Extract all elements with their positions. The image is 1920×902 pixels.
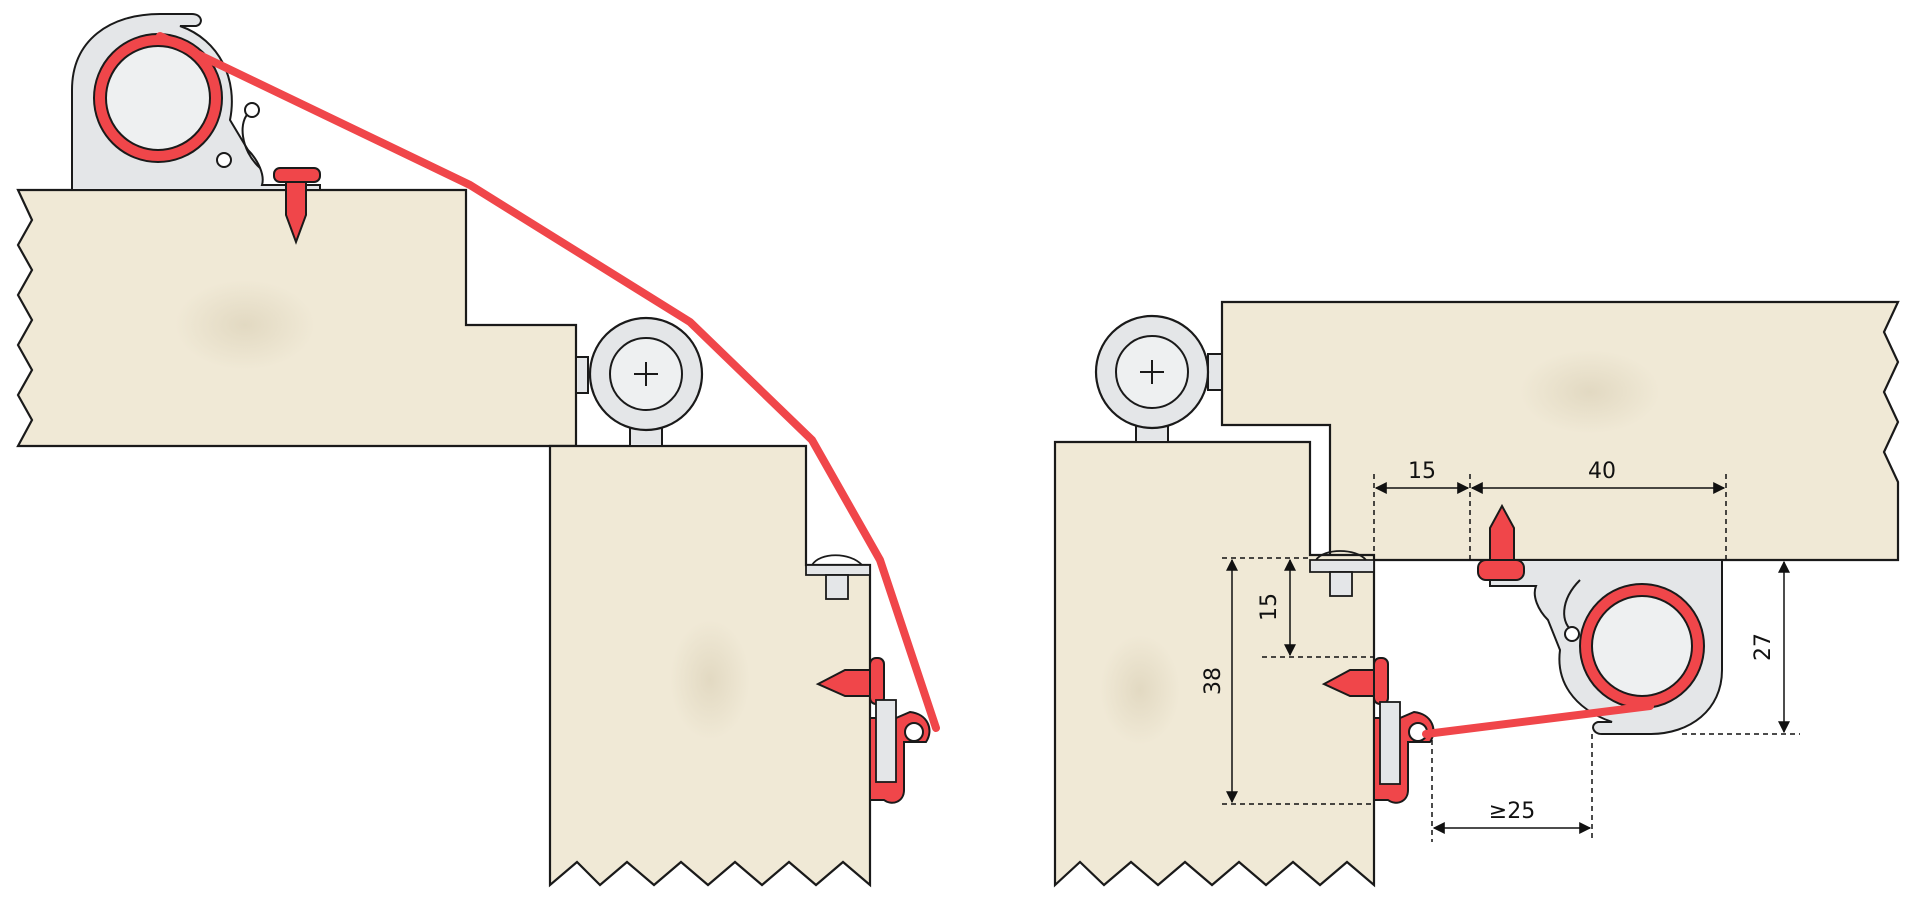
hinge xyxy=(1094,314,1223,443)
cable-clip-icon xyxy=(1373,701,1435,804)
cable xyxy=(156,32,940,732)
wood-grain xyxy=(670,620,750,740)
wood-grain xyxy=(1520,350,1660,434)
dimension-label-min-25: ≥25 xyxy=(1489,799,1535,824)
wood-grain xyxy=(1100,635,1180,745)
right-upper-board xyxy=(1220,300,1900,562)
screw-icon xyxy=(1477,503,1525,581)
left-view-open-position xyxy=(16,13,940,888)
screw-icon xyxy=(273,167,321,245)
screw-icon xyxy=(815,657,885,705)
screw-icon xyxy=(1321,657,1389,705)
hinge xyxy=(575,316,704,447)
cable-reel-icon xyxy=(71,13,321,191)
cable-reel-icon xyxy=(1489,559,1723,735)
dimension-label-40: 40 xyxy=(1588,459,1616,484)
cable-clip-icon xyxy=(869,699,931,804)
cable-clip-icon xyxy=(805,554,871,600)
dimension-label-15-vertical: 15 xyxy=(1257,593,1282,621)
dimension-label-38: 38 xyxy=(1201,667,1226,695)
right-lower-board xyxy=(1053,440,1376,888)
wood-grain xyxy=(175,280,315,370)
cable xyxy=(1422,702,1654,738)
hinge-plus-icon xyxy=(634,362,658,386)
dimension-label-15-horizontal: 15 xyxy=(1408,459,1436,484)
dimension-label-27: 27 xyxy=(1751,633,1776,661)
hinge-plus-icon xyxy=(1140,360,1164,384)
dimension-lines xyxy=(1222,474,1800,842)
right-view-closed-position: 15 40 15 38 27 ≥25 xyxy=(1053,300,1900,888)
cable-clip-icon xyxy=(1309,550,1375,597)
